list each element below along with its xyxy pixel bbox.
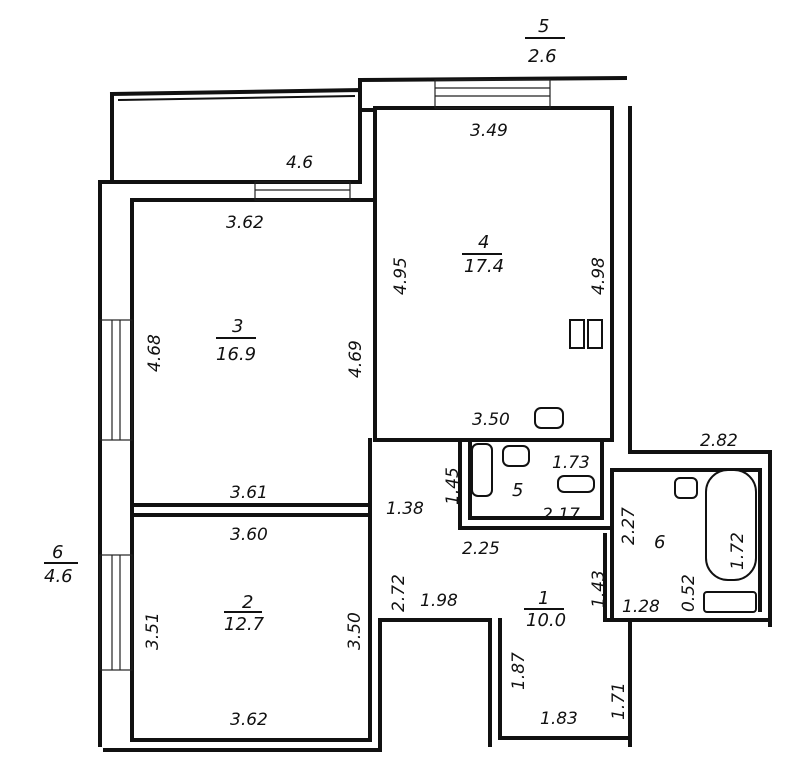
r2-bottom-dim: 3.62 <box>230 710 268 730</box>
bath5-bottom-dim: 2.17 <box>542 505 580 525</box>
bath6-top-dim: 2.82 <box>700 431 738 451</box>
corr-e-dim: 2.25 <box>462 539 500 559</box>
r2-number: 2 <box>242 592 253 613</box>
corr-a-dim: 1.38 <box>386 499 424 519</box>
fixtures <box>471 319 757 613</box>
r6-inner-number: 6 <box>654 532 665 553</box>
bath6-b-dim: 1.72 <box>728 532 748 570</box>
r1-area: 10.0 <box>526 610 566 631</box>
r1-number: 1 <box>538 588 549 609</box>
balcony-number: 5 <box>538 16 549 37</box>
hall-c-dim: 1.83 <box>540 709 578 729</box>
corr-c-dim: 2.72 <box>389 574 409 612</box>
r3-bottom-dim: 3.61 <box>230 483 268 503</box>
r3-number: 3 <box>232 316 243 337</box>
loggia-area: 4.6 <box>286 153 313 173</box>
r4-top-dim: 3.49 <box>470 121 508 141</box>
bath6-a-dim: 2.27 <box>619 507 639 545</box>
r2-left-dim: 3.51 <box>143 612 163 650</box>
r6-area: 4.6 <box>44 566 73 587</box>
corr-d-dim: 1.98 <box>420 591 458 611</box>
r3-left-dim: 4.68 <box>145 334 165 372</box>
r4-area: 17.4 <box>464 256 504 277</box>
r2-top-dim: 3.60 <box>230 525 268 545</box>
r2-area: 12.7 <box>224 614 265 635</box>
r4-left-dim: 4.95 <box>391 257 411 295</box>
bath6-d-dim: 1.28 <box>622 597 660 617</box>
r4-number: 4 <box>478 232 489 253</box>
r5-number: 5 <box>512 480 523 501</box>
windows <box>99 79 551 671</box>
r3-area: 16.9 <box>216 344 256 365</box>
r4-right-dim: 4.98 <box>589 257 609 295</box>
bath5-top-dim: 1.73 <box>552 453 590 473</box>
hall-a-dim: 1.43 <box>589 570 609 608</box>
walls <box>98 75 772 752</box>
bath6-c-dim: 0.52 <box>679 574 699 612</box>
balcony-area: 2.6 <box>528 46 557 67</box>
r3-top-dim: 3.62 <box>226 213 264 233</box>
r6-number: 6 <box>52 542 63 563</box>
r3-right-dim: 4.69 <box>346 340 366 378</box>
hall-b-dim: 1.87 <box>509 652 529 690</box>
corr-b-dim: 1.45 <box>443 467 463 505</box>
hall-d-dim: 1.71 <box>609 682 629 720</box>
r4-bottom-dim: 3.50 <box>472 410 510 430</box>
r2-right-dim: 3.50 <box>345 612 365 650</box>
